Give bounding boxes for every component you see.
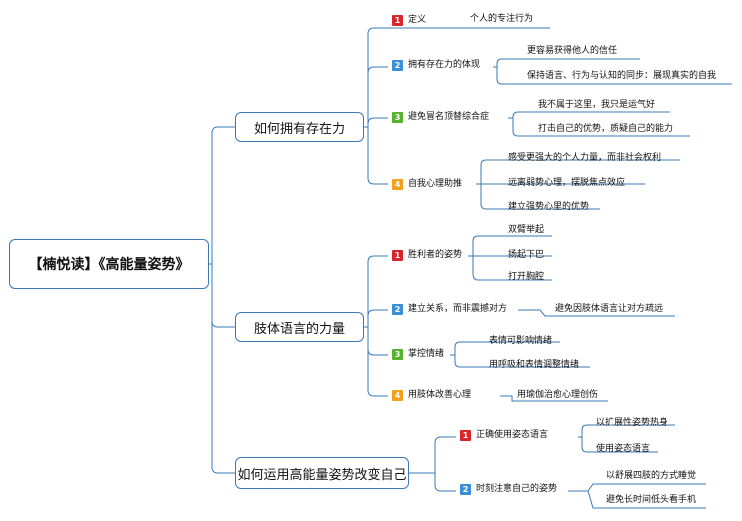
subtopic-winner-pose[interactable]: 胜利者的姿势 [408,250,463,260]
leaf-node[interactable]: 扬起下巴 [508,250,545,260]
leaf-node[interactable]: 双臂举起 [508,225,545,235]
leaf-node[interactable]: 用呼吸和表情调整情绪 [489,360,580,370]
subtopic-control-emotion[interactable]: 掌控情绪 [408,349,445,359]
root-topic[interactable]: 【楠悦读】《高能量姿势》 [9,239,209,289]
leaf-node[interactable]: 更容易获得他人的信任 [527,46,618,56]
number-badge: 1 [392,15,403,26]
number-badge: 1 [392,250,403,261]
subtopic-build-relationship[interactable]: 建立关系，而非震撼对方 [408,304,508,314]
leaf-node[interactable]: 感受更强大的个人力量，而非社会权利 [508,153,662,163]
leaf-node[interactable]: 以舒展四肢的方式睡觉 [606,471,697,481]
leaf-node[interactable]: 个人的专注行为 [470,14,534,24]
number-badge: 1 [460,430,471,441]
number-badge: 2 [392,60,403,71]
number-badge: 3 [392,112,403,123]
leaf-node[interactable]: 打开胸腔 [508,272,545,282]
branch-change-self[interactable]: 如何运用高能量姿势改变自己 [235,457,409,489]
leaf-node[interactable]: 打击自己的优势，质疑自己的能力 [538,124,674,134]
subtopic-use-posture-language[interactable]: 正确使用姿态语言 [476,430,549,440]
leaf-node[interactable]: 以扩展性姿势热身 [596,418,669,428]
leaf-node[interactable]: 避免因肢体语言让对方疏远 [555,304,664,314]
leaf-node[interactable]: 避免长时间低头看手机 [606,495,697,505]
number-badge: 3 [392,349,403,360]
leaf-node[interactable]: 用瑜伽治愈心理创伤 [517,390,599,400]
subtopic-presence-signs[interactable]: 拥有存在力的体现 [408,60,481,70]
leaf-node[interactable]: 表情可影响情绪 [489,336,553,346]
subtopic-definition[interactable]: 定义 [408,15,427,25]
number-badge: 4 [392,179,403,190]
branch-body-language[interactable]: 肢体语言的力量 [235,312,364,342]
leaf-node[interactable]: 远离弱势心理，摆脱焦点效应 [508,178,626,188]
subtopic-impostor-syndrome[interactable]: 避免冒名顶替综合症 [408,112,490,122]
leaf-node[interactable]: 使用姿态语言 [596,444,651,454]
number-badge: 2 [460,484,471,495]
subtopic-self-nudge[interactable]: 自我心理助推 [408,179,463,189]
leaf-node[interactable]: 保持语言、行为与认知的同步：展现真实的自我 [527,71,717,81]
leaf-node[interactable]: 我不属于这里，我只是运气好 [538,100,656,110]
number-badge: 4 [392,390,403,401]
subtopic-improve-mind[interactable]: 用肢体改善心理 [408,390,472,400]
subtopic-mind-posture[interactable]: 时刻注意自己的姿势 [476,484,558,494]
number-badge: 2 [392,304,403,315]
leaf-node[interactable]: 建立强势心里的优势 [508,202,590,212]
branch-presence[interactable]: 如何拥有存在力 [235,112,364,142]
